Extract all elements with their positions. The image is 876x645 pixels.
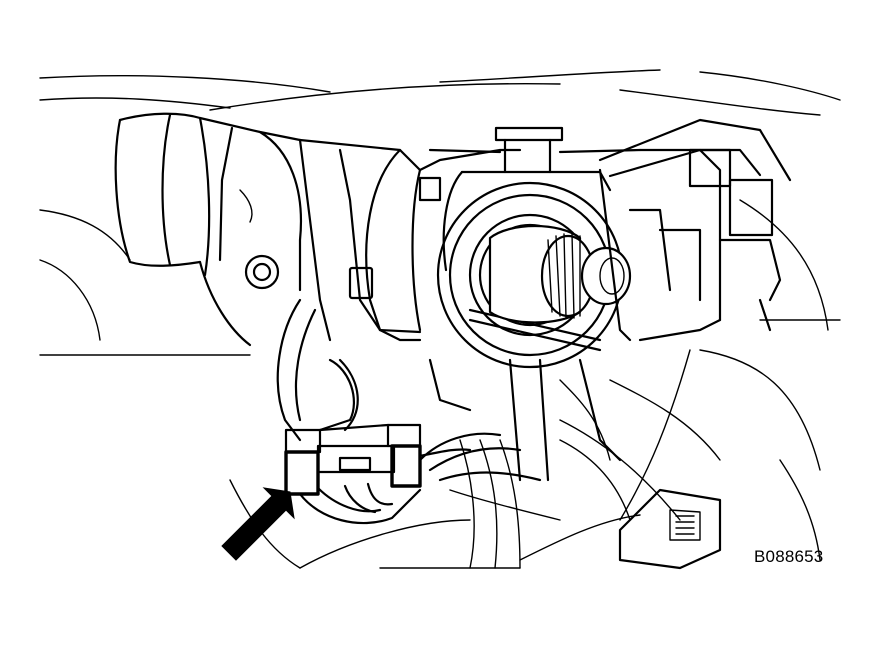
combination-switch-left-lever [114,112,422,347]
arrow-icon [221,487,295,561]
lower-right-connector [618,488,722,570]
steering-shaft [488,224,632,324]
combination-switch-right-lever [598,118,792,342]
combination-switch-body [298,138,522,342]
figure-id-label: B088653 [754,547,824,566]
dashboard-outline [39,69,841,561]
connector-highlighted [284,423,472,525]
